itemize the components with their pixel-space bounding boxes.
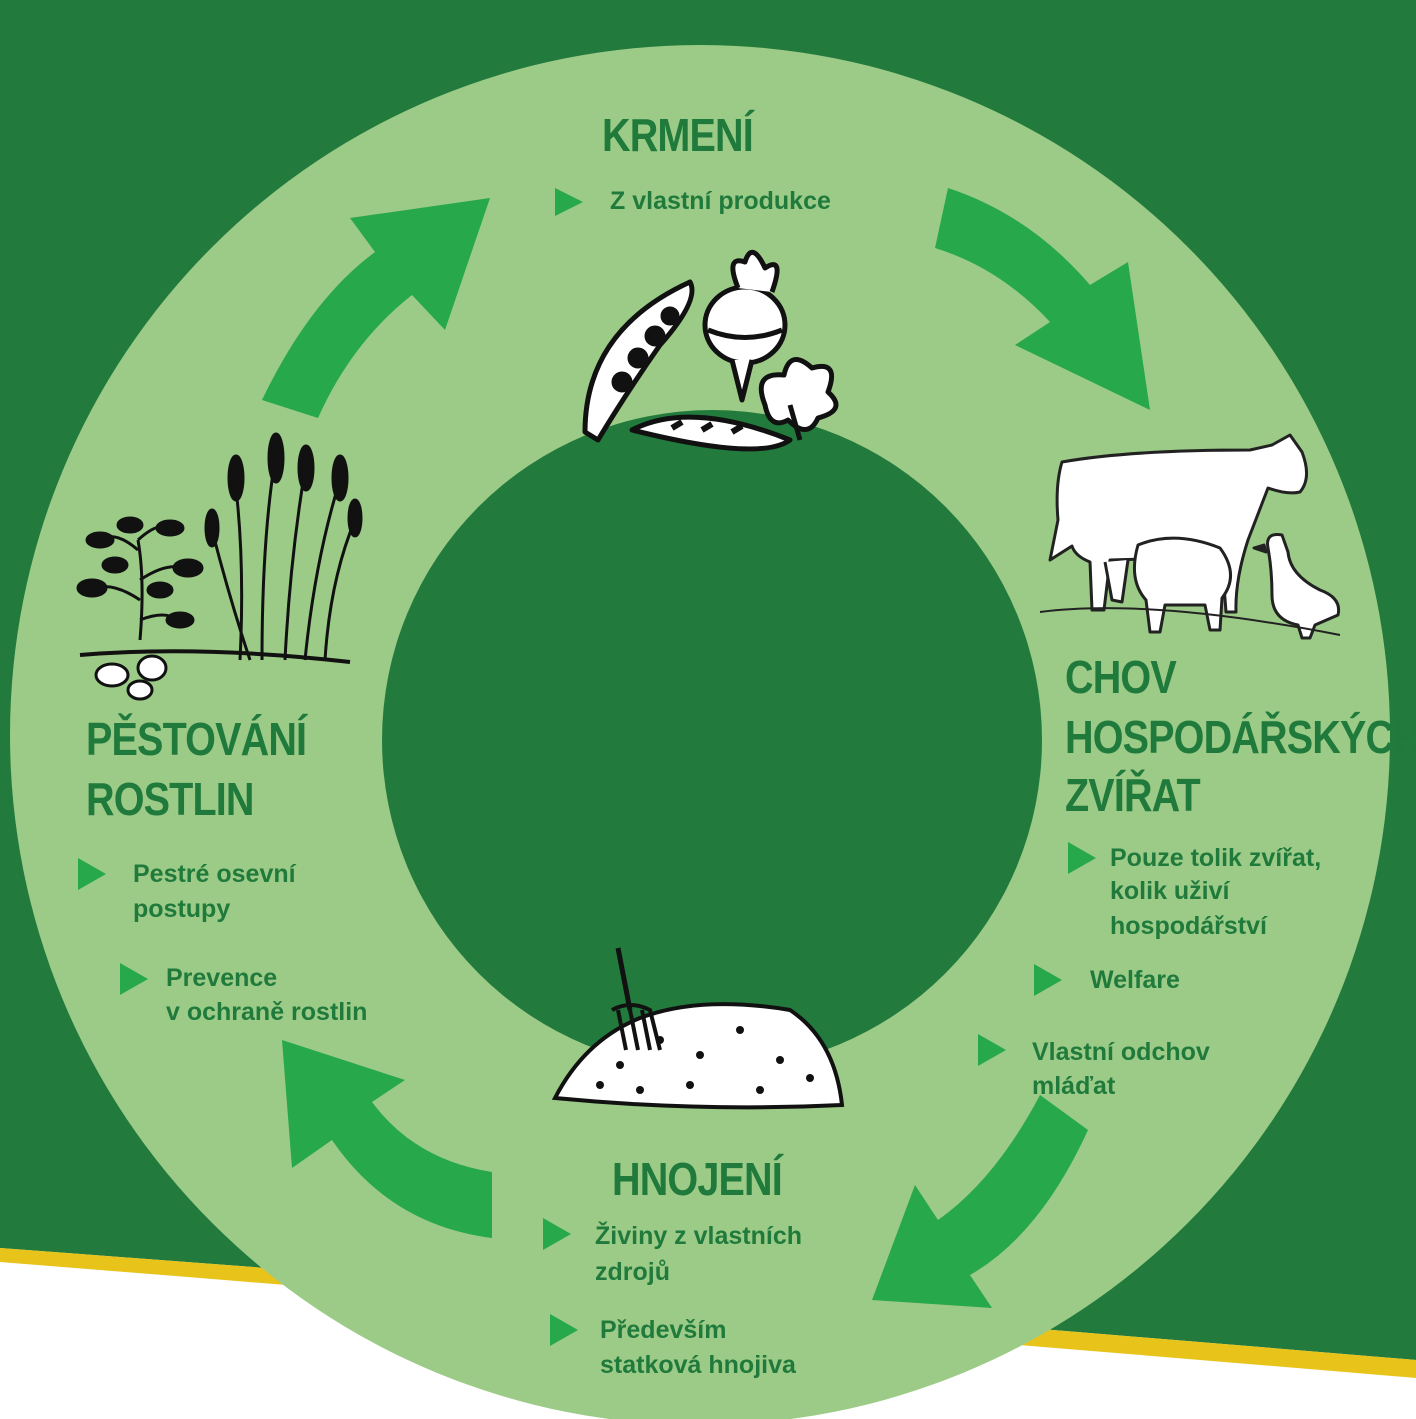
- chov-item-1-line-1: Pouze tolik zvířat,: [1110, 844, 1322, 872]
- pestovani-title-line-1: PĚSTOVÁNÍ: [86, 713, 307, 765]
- hnojeni-item-2-line-2: statková hnojiva: [600, 1351, 796, 1379]
- bullet-pestovani-2: [120, 963, 148, 995]
- pestovani-title-line-2: ROSTLIN: [86, 773, 254, 825]
- bullet-chov-3: [978, 1034, 1006, 1066]
- hnojeni-item-1-line-2: zdrojů: [595, 1258, 670, 1286]
- chov-item-2: Welfare: [1090, 966, 1180, 994]
- pestovani-item-2-line-1: Prevence: [166, 964, 278, 992]
- krmeni-item-1: Z vlastní produkce: [610, 187, 831, 215]
- chov-item-1-line-2: kolik uživí: [1110, 877, 1230, 905]
- hnojeni-item-1-line-1: Živiny z vlastních: [595, 1222, 803, 1250]
- arrow-to-hnojeni: [872, 1095, 1088, 1308]
- farm-animals-icon: [1039, 433, 1341, 640]
- arrow-to-chov: [935, 188, 1150, 410]
- hnojeni-item-2-line-1: Především: [600, 1316, 727, 1344]
- krmeni-title: KRMENÍ: [602, 109, 754, 161]
- arrow-to-pestovani: [282, 1040, 492, 1238]
- manure-heap-icon: [551, 947, 845, 1110]
- arrow-to-krmeni: [262, 198, 490, 418]
- bullet-hnojeni-2: [550, 1314, 578, 1346]
- chov-item-1-line-3: hospodářství: [1110, 912, 1267, 940]
- chov-title-line-3: ZVÍŘAT: [1065, 769, 1201, 821]
- pestovani-item-1-line-2: postupy: [133, 895, 231, 923]
- hnojeni-title: HNOJENÍ: [612, 1153, 783, 1205]
- bullet-pestovani-1: [78, 858, 106, 890]
- chov-item-3-line-1: Vlastní odchov: [1032, 1038, 1210, 1066]
- pestovani-item-1-line-1: Pestré osevní: [133, 860, 296, 888]
- ring-center: [382, 410, 1042, 1070]
- bullet-hnojeni-1: [543, 1218, 571, 1250]
- pestovani-item-2-line-2: v ochraně rostlin: [166, 998, 368, 1026]
- crop-plants-icon: [76, 432, 363, 701]
- feed-crops-icon: [582, 250, 839, 452]
- bullet-krmeni-1: [555, 188, 583, 216]
- chov-item-3-line-2: mláďat: [1032, 1072, 1116, 1100]
- chov-title-line-1: CHOV: [1065, 651, 1177, 703]
- chov-title-line-2: HOSPODÁŘSKÝCH: [1065, 711, 1416, 763]
- bullet-chov-2: [1034, 964, 1062, 996]
- bullet-chov-1: [1068, 842, 1096, 874]
